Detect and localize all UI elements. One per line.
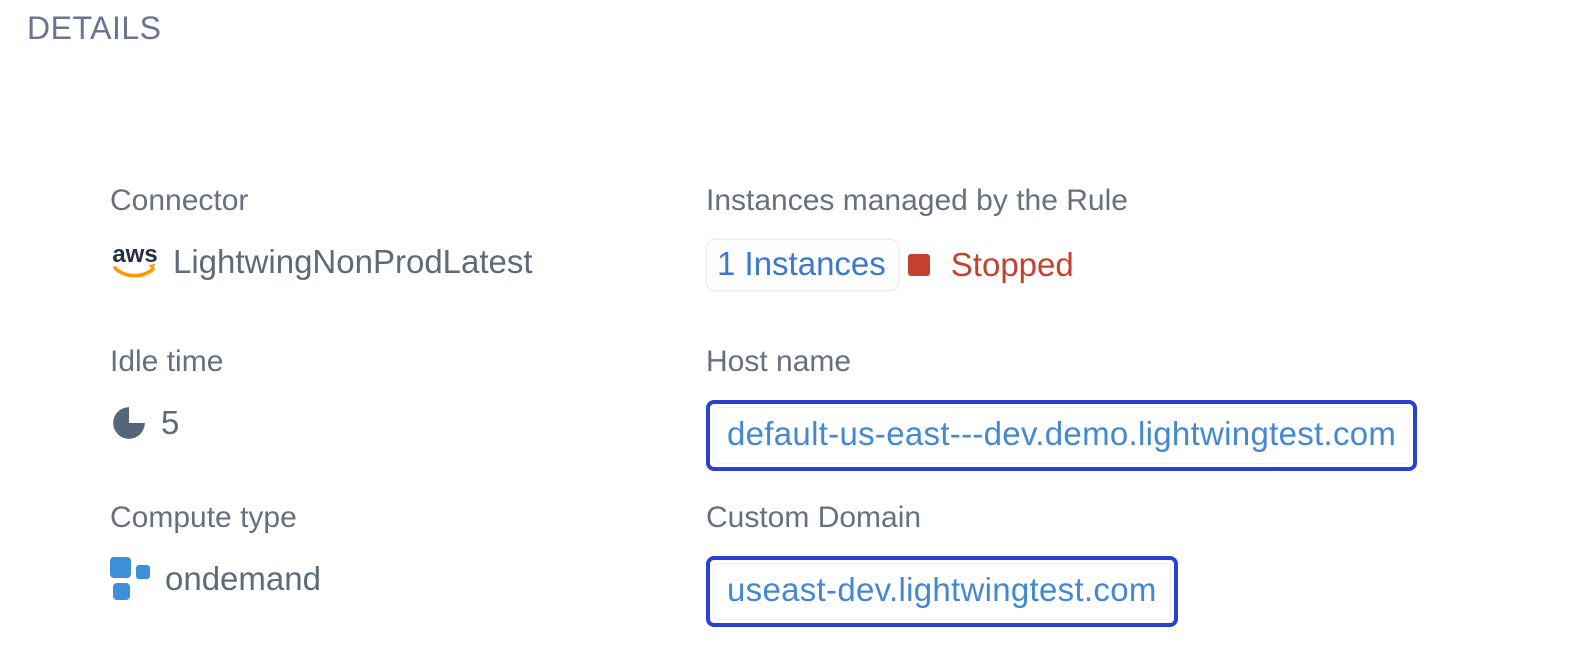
- connector-label: Connector: [110, 184, 249, 217]
- custom-domain-link-box[interactable]: useast-dev.lightwingtest.com: [706, 556, 1178, 627]
- host-name-value[interactable]: default-us-east---dev.demo.lightwingtest…: [713, 407, 1411, 464]
- aws-logo-icon: aws: [110, 240, 160, 284]
- details-panel: DETAILS Connector aws LightwingNonProdLa…: [0, 10, 1596, 627]
- svg-text:aws: aws: [112, 241, 157, 268]
- details-grid: Connector aws LightwingNonProdLatest Ins…: [110, 184, 1596, 627]
- field-custom-domain: Custom Domain useast-dev.lightwingtest.c…: [706, 501, 1596, 627]
- idle-time-value: 5: [161, 404, 180, 441]
- custom-domain-label: Custom Domain: [706, 501, 922, 534]
- field-host-name: Host name default-us-east---dev.demo.lig…: [706, 345, 1596, 471]
- instances-status-text: Stopped: [950, 246, 1074, 283]
- connector-value: LightwingNonProdLatest: [173, 243, 533, 280]
- idle-time-label: Idle time: [110, 345, 224, 378]
- host-name-label: Host name: [706, 345, 852, 378]
- compute-type-value: ondemand: [165, 560, 321, 597]
- field-compute-type: Compute type ondemand: [110, 501, 706, 627]
- panel-title: DETAILS: [27, 10, 162, 46]
- instances-count-link[interactable]: 1 Instances: [706, 239, 899, 291]
- compute-type-label: Compute type: [110, 501, 297, 534]
- instances-label: Instances managed by the Rule: [706, 184, 1128, 217]
- stopped-square-icon: [907, 254, 930, 276]
- compute-squares-icon: [110, 557, 152, 601]
- host-name-link-box[interactable]: default-us-east---dev.demo.lightwingtest…: [706, 400, 1418, 471]
- custom-domain-value[interactable]: useast-dev.lightwingtest.com: [713, 563, 1171, 620]
- field-instances: Instances managed by the Rule 1 Instance…: [706, 184, 1596, 291]
- field-connector: Connector aws LightwingNonProdLatest: [110, 184, 706, 291]
- pie-chart-icon: [110, 404, 148, 442]
- field-idle-time: Idle time 5: [110, 345, 706, 471]
